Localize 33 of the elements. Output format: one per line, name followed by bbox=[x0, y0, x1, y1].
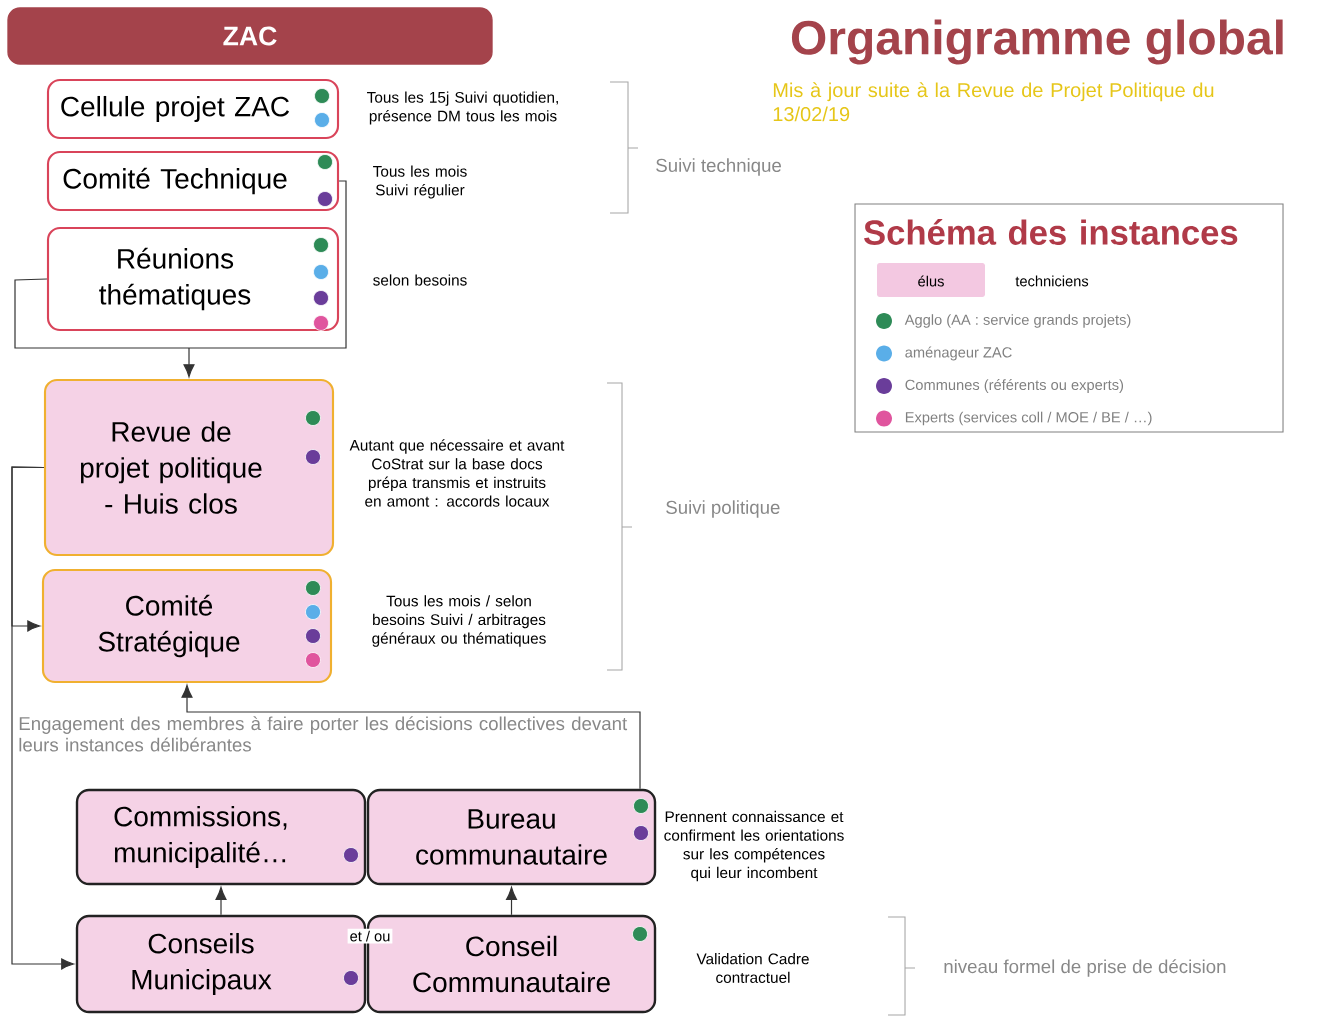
technical-box: Comité Technique bbox=[46, 150, 340, 212]
legend-text: Experts (services coll / MOE / BE / …) bbox=[905, 411, 1152, 426]
legend-text: aménageur ZAC bbox=[905, 346, 1012, 361]
legend-heading: Schéma des instances bbox=[864, 219, 1238, 245]
note-text: Tous les mois Suivi régulier bbox=[373, 165, 467, 199]
arrow bbox=[506, 886, 517, 916]
subtitle: Mis à jour suite à la Revue de Projet Politique du 13/02/19 bbox=[773, 82, 1214, 122]
legend-text: techniciens bbox=[1015, 275, 1089, 287]
note-text: Autant que nécessaire et avant CoStrat sur la base docs prépa transmis et instruits en amont : accords locaux bbox=[349, 439, 565, 507]
arrow bbox=[215, 886, 227, 916]
note-text: Tous les mois / selon besoins Suivi / arbitrages généraux ou thématiques bbox=[372, 595, 546, 647]
arrow bbox=[183, 347, 195, 378]
legend-text: Agglo (AA : service grands projets) bbox=[904, 314, 1131, 328]
legend-text: Communes (référents ou experts) bbox=[905, 379, 1124, 393]
header-band: ZAC bbox=[7, 7, 493, 65]
section-label: Suivi politique bbox=[666, 500, 780, 518]
title: Organigramme global bbox=[791, 19, 1283, 65]
note-text: Tous les 15j Suivi quotidien, présence DM tous les mois bbox=[367, 91, 558, 125]
political-box: Comité Stratégique bbox=[41, 568, 333, 684]
technical-box: Cellule projet ZAC bbox=[46, 78, 340, 140]
section-label: Suivi technique bbox=[656, 158, 781, 176]
decision-box: Bureau communautaire bbox=[366, 788, 657, 886]
political-box: Revue de projet politique - Huis clos bbox=[43, 378, 335, 557]
note-text: selon besoins bbox=[373, 274, 467, 286]
decision-box: Commissions, municipalité… bbox=[75, 788, 367, 886]
section-label: niveau formel de prise de décision bbox=[944, 959, 1226, 977]
technical-box: Réunions thématiques bbox=[46, 226, 340, 332]
note-text: Validation Cadre contractuel bbox=[696, 953, 809, 983]
arrow bbox=[11, 466, 75, 970]
note-text: Prennent connaissance et confirment les orientations sur les compétences qui leur incombent bbox=[664, 810, 844, 882]
section-label: Engagement des membres à faire porter les décisions collectives devant leurs instances délibérantes bbox=[19, 716, 628, 752]
legend-text: élus bbox=[918, 275, 944, 287]
arrow bbox=[181, 684, 641, 790]
